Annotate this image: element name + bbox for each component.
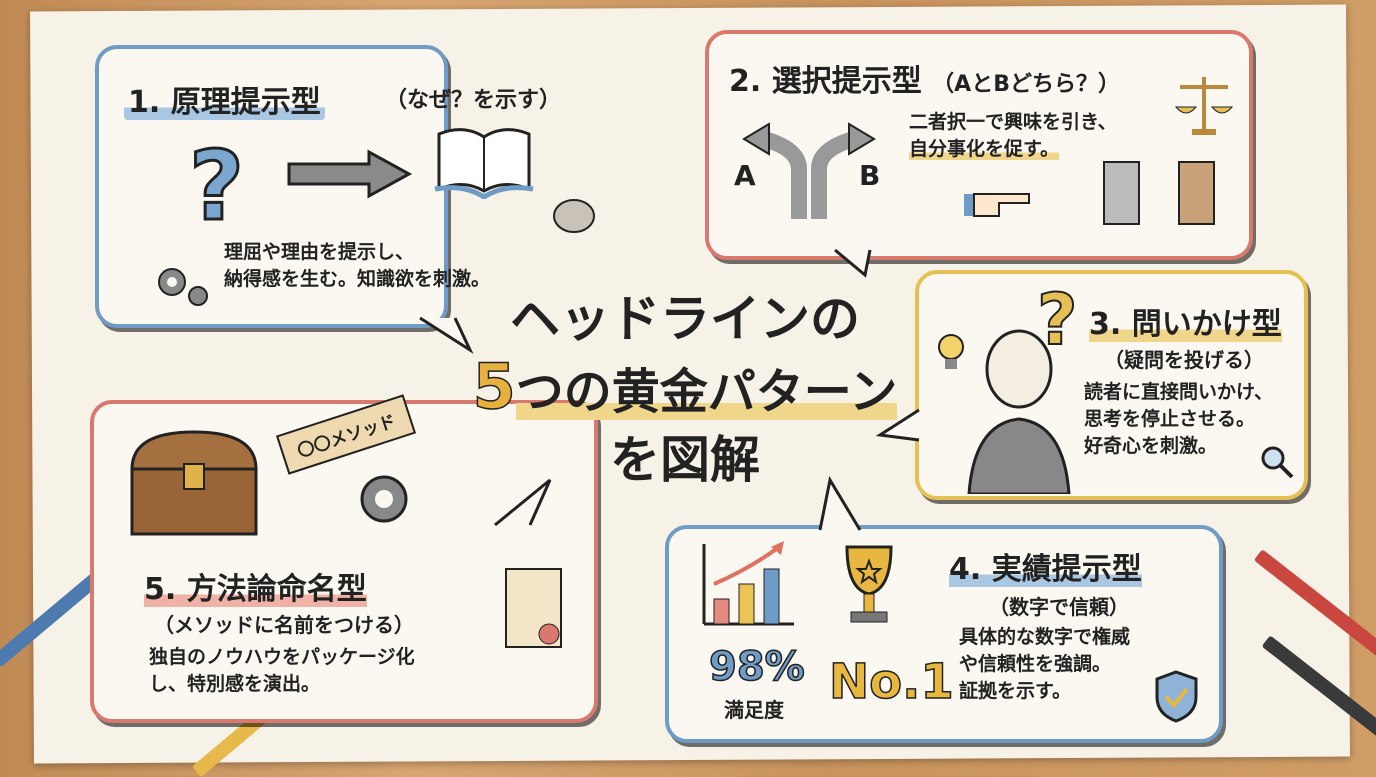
title-line-3: を図解 [610, 431, 760, 489]
desc-line: 証拠を示す。 [959, 680, 1072, 702]
magnifier-icon [1261, 446, 1294, 479]
title-line-2: 5つの黄金パターン [472, 350, 898, 423]
open-book-icon [434, 128, 534, 199]
card-subtitle: （数字で信頼） [989, 595, 1129, 619]
card-description: 二者択一で興味を引き、 自分事化を促す。 [909, 109, 1117, 163]
doors-icon [1103, 161, 1215, 225]
card-description: 読者に直接問いかけ、 思考を停止させる。 好奇心を刺激。 [1084, 379, 1273, 460]
card-subtitle: （AとBどちら？） [932, 72, 1120, 97]
desc-line: 独自のノウハウをパッケージ化 [149, 646, 415, 668]
svg-text:?: ? [189, 134, 244, 229]
desc-line: 好奇心を刺激。 [1084, 435, 1218, 457]
card-title: 4. 実績提示型 [949, 552, 1142, 587]
rank-value: No.1 [828, 653, 954, 711]
thinking-person-icon [967, 329, 1071, 494]
stat-label: 満足度 [724, 698, 784, 722]
main-title: ヘッドラインの 5つの黄金パターン を図解 [470, 285, 900, 494]
wrench-gear-icon [360, 475, 408, 523]
lightbulb-icon [938, 334, 964, 369]
svg-text:?: ? [1037, 279, 1078, 354]
desc-line: 思考を停止させる。 [1084, 408, 1256, 430]
card-question: ? 3. 問いかけ型 （疑問を投げる） 読者に直接問いかけ、 思考を停止させる。… [915, 270, 1308, 500]
desc-line: 自分事化を促す。 [909, 138, 1060, 160]
stat-value: 98% [708, 643, 805, 691]
speech-tail [875, 408, 920, 442]
speech-tail [494, 478, 552, 527]
desc-line: し、特別感を演出。 [149, 673, 321, 695]
card-subtitle: （疑問を投げる） [1104, 348, 1264, 372]
option-a-label: A [734, 159, 756, 192]
option-b-label: B [859, 159, 881, 192]
speech-tail [818, 475, 862, 531]
desc-line: 理屈や理由を提示し、 [224, 241, 415, 263]
card-title: 1. 原理提示型 [124, 77, 325, 121]
speech-tail [834, 248, 872, 278]
desc-line: 具体的な数字で権威 [959, 626, 1131, 648]
card-subtitle: （メソッドに名前をつける） [154, 613, 414, 637]
question-mark-icon: ? [1036, 279, 1079, 354]
desc-line: や信頼性を強調。 [959, 653, 1112, 675]
speech-tail [419, 316, 474, 355]
bar-chart-icon [702, 541, 794, 626]
card-description: 独自のノウハウをパッケージ化 し、特別感を演出。 [149, 644, 415, 698]
method-tag: 〇〇メソッド [275, 394, 417, 475]
desc-line: 納得感を生む。知識欲を刺激。 [224, 268, 491, 290]
card-choice: 2. 選択提示型 （AとBどちら？） A B 二者択一で興味を引き、 自分事化を… [705, 30, 1253, 260]
card-description: 理屈や理由を提示し、 納得感を生む。知識欲を刺激。 [224, 239, 490, 293]
card1-subtitle: （なぜ？を示す） [385, 88, 562, 113]
card-principle: 1. 原理提示型 ? 理屈や理由を提示し、 納得感を生む。知識欲を刺激。 [95, 45, 595, 328]
scales-icon [1174, 77, 1234, 135]
scroll-icon [505, 568, 562, 648]
shield-check-icon [1155, 670, 1198, 723]
gears-icon [158, 268, 208, 306]
pointing-hand-icon [964, 193, 1030, 217]
card-method: 〇〇メソッド 5. 方法論命名型 （メソッドに名前をつける） 独自のノウハウをパ… [90, 394, 598, 723]
title-line-1: ヘッドラインの [510, 290, 860, 348]
desc-line: 読者に直接問いかけ、 [1084, 381, 1274, 403]
card-title: 3. 問いかけ型 [1089, 307, 1282, 342]
card-title: 5. 方法論命名型 [144, 572, 367, 607]
treasure-chest-icon [130, 430, 258, 536]
trophy-icon [845, 545, 893, 623]
card-title: 2. 選択提示型 （AとBどちら？） [729, 64, 1120, 99]
brain-icon [553, 199, 595, 233]
card-results: 98% 満足度 No.1 4. 実績提示型 （数字で信頼） 具体的な数字で権威 … [665, 525, 1223, 743]
question-mark-icon: ? [188, 134, 245, 229]
arrow-right-icon [287, 149, 413, 199]
fork-road-icon [742, 122, 876, 219]
desc-line: 二者択一で興味を引き、 [909, 111, 1117, 133]
card-description: 具体的な数字で権威 や信頼性を強調。 証拠を示す。 [959, 624, 1130, 705]
